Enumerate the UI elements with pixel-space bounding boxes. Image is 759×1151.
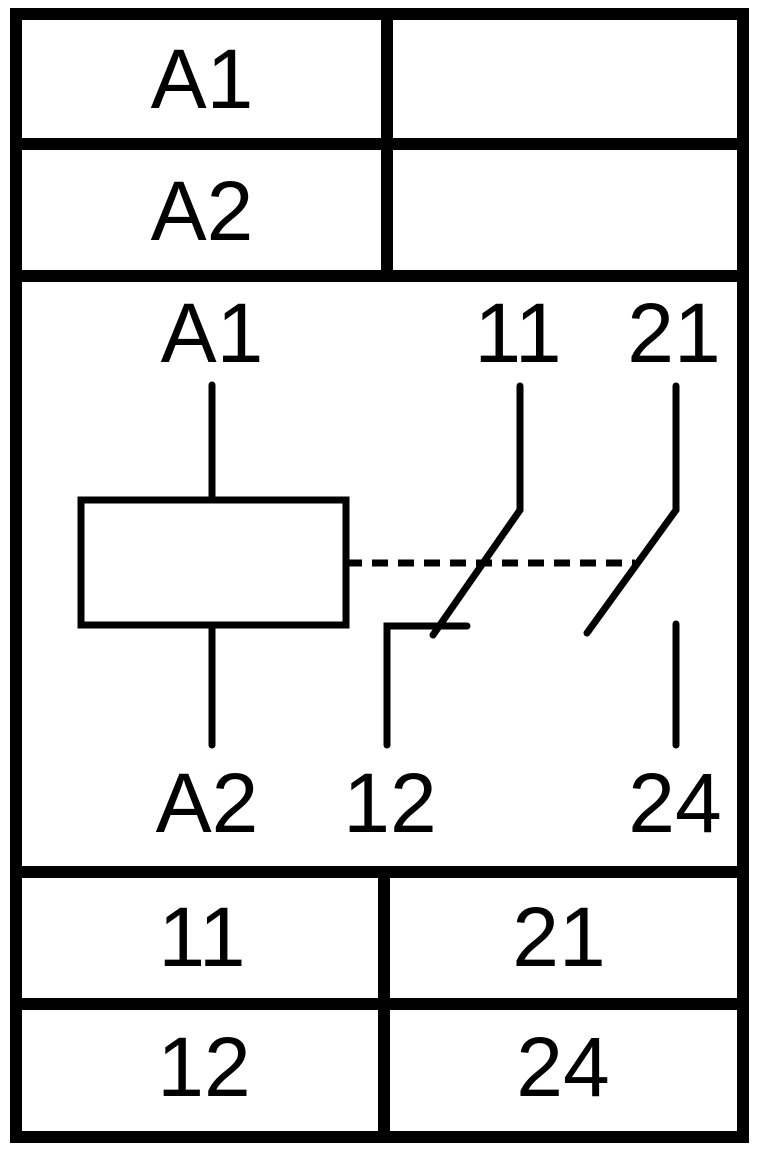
bottom-cell-r1-right: 21 (512, 890, 605, 984)
relay-coil (77, 496, 350, 629)
coil-bottom-label: A2 (156, 756, 259, 850)
contact1-nc-label: 12 (343, 756, 436, 850)
top-cell-r2-left: A2 (151, 164, 254, 258)
top-cell-r1-left: A1 (151, 32, 254, 126)
bottom-cell-r2-right: 24 (516, 1020, 609, 1114)
contact2-no-label: 24 (628, 756, 721, 850)
contact1-nc-terminal (383, 622, 471, 749)
bottom-cell-r1-left: 11 (158, 890, 245, 984)
contact2-common-label: 21 (627, 286, 720, 380)
contact1-common-label: 11 (474, 286, 561, 380)
bottom-cell-r2-left: 12 (157, 1020, 250, 1114)
contact1-blade (429, 506, 524, 639)
contact2-blade (583, 506, 680, 637)
coil-top-label: A1 (161, 286, 264, 380)
